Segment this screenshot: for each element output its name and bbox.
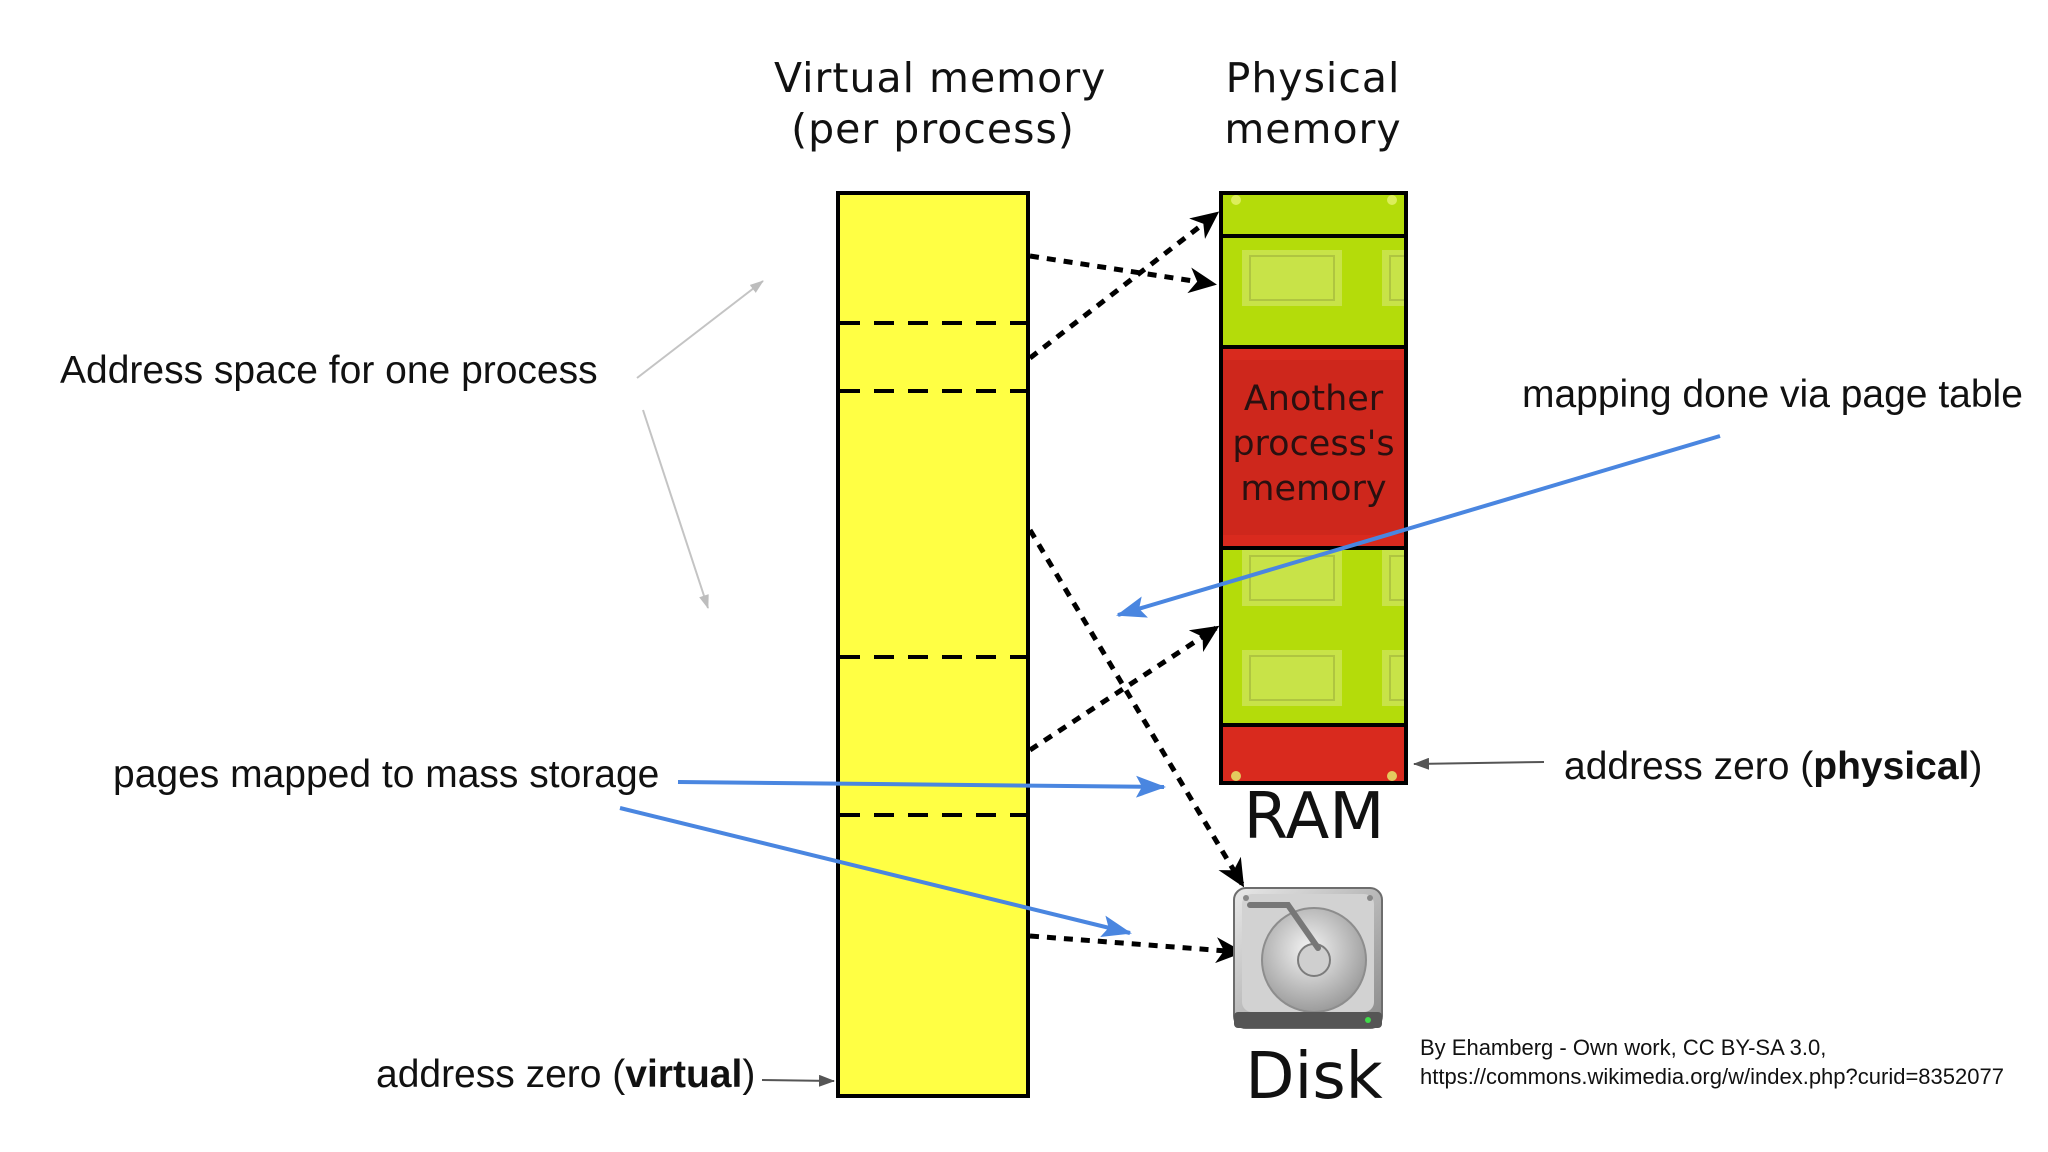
page-mapping-arrows [1027, 211, 1245, 964]
mapping-arrow-1 [1029, 253, 1217, 294]
disk-label: Disk [1245, 1040, 1383, 1114]
address-zero-virtual-annotation: address zero (virtual) [376, 1053, 755, 1097]
another-process-memory-label: Another process's memory [1221, 377, 1406, 512]
physical-memory-title-line-2: memory [1224, 105, 1402, 153]
zero-virtual-bold: virtual [625, 1053, 743, 1096]
virtual-memory-title: Virtual memory (per process) [774, 53, 1107, 155]
physical-memory-column [1219, 191, 1408, 785]
ram-label: RAM [1243, 780, 1385, 854]
zero-virtual-pointer [761, 1074, 835, 1087]
physical-memory-title: Physical memory [1172, 53, 1454, 155]
mass-storage-pointer-2 [619, 806, 1132, 938]
physical-memory-title-line-1: Physical [1225, 54, 1401, 102]
credit-line-1: By Ehamberg - Own work, CC BY-SA 3.0, [1420, 1035, 1827, 1060]
page-table-annotation: mapping done via page table [1522, 373, 2023, 416]
mapping-arrow-disk-1 [1027, 528, 1245, 888]
page-table-pointer [1116, 434, 1721, 618]
credit-line-2: https://commons.wikimedia.org/w/index.ph… [1420, 1064, 2004, 1089]
image-credit: By Ehamberg - Own work, CC BY-SA 3.0, ht… [1420, 1033, 2004, 1091]
mapping-arrow-disk-2 [1029, 933, 1244, 964]
zero-physical-pointer [1413, 757, 1545, 770]
zero-virtual-suffix: ) [742, 1053, 756, 1096]
address-space-pointer-top [636, 280, 764, 379]
mass-storage-annotation: pages mapped to mass storage [113, 753, 660, 796]
mass-storage-pointer-1 [677, 775, 1166, 798]
zero-virtual-prefix: address zero ( [376, 1053, 626, 1096]
virtual-memory-title-line-2: (per process) [791, 105, 1075, 153]
mapping-arrow-2 [1028, 211, 1220, 360]
address-space-annotation: Address space for one process [60, 349, 598, 392]
another-process-line-3: memory [1240, 469, 1387, 509]
hard-disk-icon [1233, 887, 1383, 1029]
zero-physical-prefix: address zero ( [1564, 745, 1814, 788]
another-process-line-2: process's [1232, 424, 1395, 464]
zero-physical-suffix: ) [1969, 745, 1983, 788]
zero-physical-bold: physical [1813, 745, 1970, 788]
virtual-memory-title-line-1: Virtual memory [774, 54, 1107, 102]
virtual-memory-column [836, 191, 1030, 1098]
virtual-page-dividers [840, 321, 1026, 817]
another-process-line-1: Another [1243, 379, 1384, 419]
address-zero-physical-annotation: address zero (physical) [1564, 745, 1982, 789]
mapping-arrow-3 [1028, 625, 1220, 753]
address-space-pointer-bottom [642, 409, 709, 609]
